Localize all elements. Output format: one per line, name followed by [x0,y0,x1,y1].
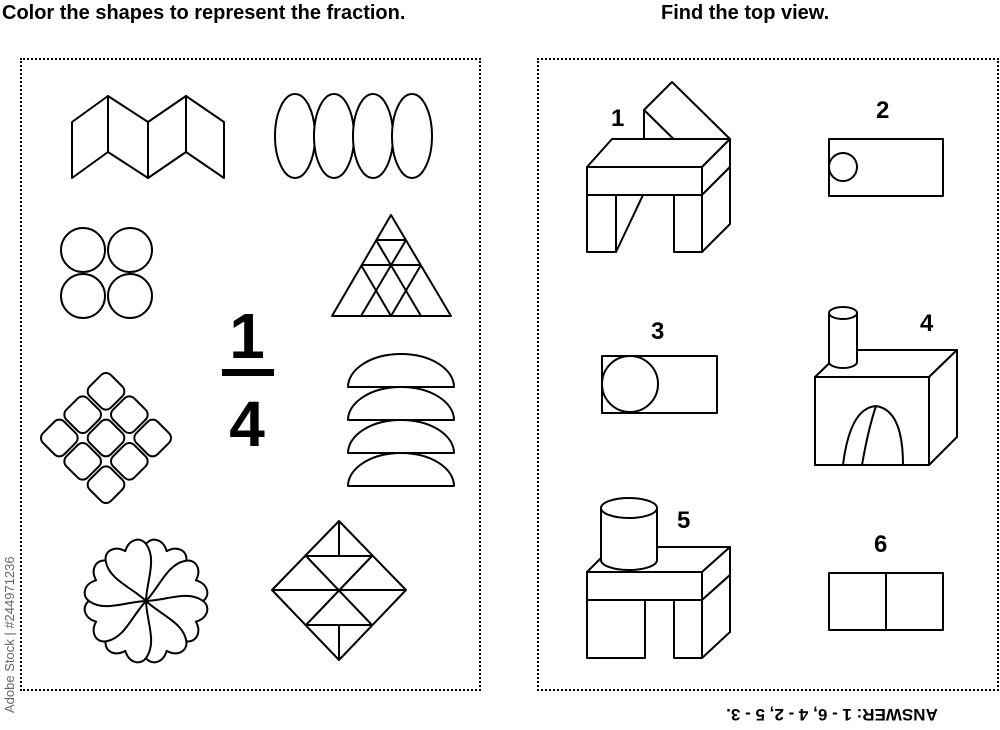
fraction-denominator: 4 [229,388,265,460]
left-panel [20,58,481,691]
block-building-4 [814,306,958,466]
right-heading: Find the top view. [661,2,830,24]
oval-row-shape [274,93,433,179]
label-5: 5 [677,507,690,534]
heart-petal [104,538,153,602]
four-circles-shape [60,227,153,319]
label-3: 3 [651,318,664,345]
heart-flower-shape [83,538,209,664]
label-2: 2 [876,97,889,124]
block-building-5 [586,497,731,659]
label-4: 4 [920,310,934,337]
left-heading: Color the shapes to represent the fracti… [2,2,406,24]
fraction-numerator: 1 [229,300,265,372]
triangle-shape [331,214,452,317]
top-view-2 [828,138,944,197]
diamond-triangles-shape [271,520,407,661]
top-view-6 [828,572,944,631]
block-building-1 [586,81,731,253]
stock-credit: Adobe Stock | #244971236 [2,556,17,713]
zigzag-shape [71,95,225,179]
answer-text: ANSWER: 1 - 6, 4 - 2, 5 - 3. [726,705,938,724]
rounded-diamond-grid-shape [40,372,172,504]
right-panel [537,58,999,691]
fraction-bar [222,369,274,376]
label-1: 1 [611,105,624,132]
top-view-3 [601,355,718,414]
half-circle-stack-shape [347,353,455,487]
label-6: 6 [874,531,887,558]
